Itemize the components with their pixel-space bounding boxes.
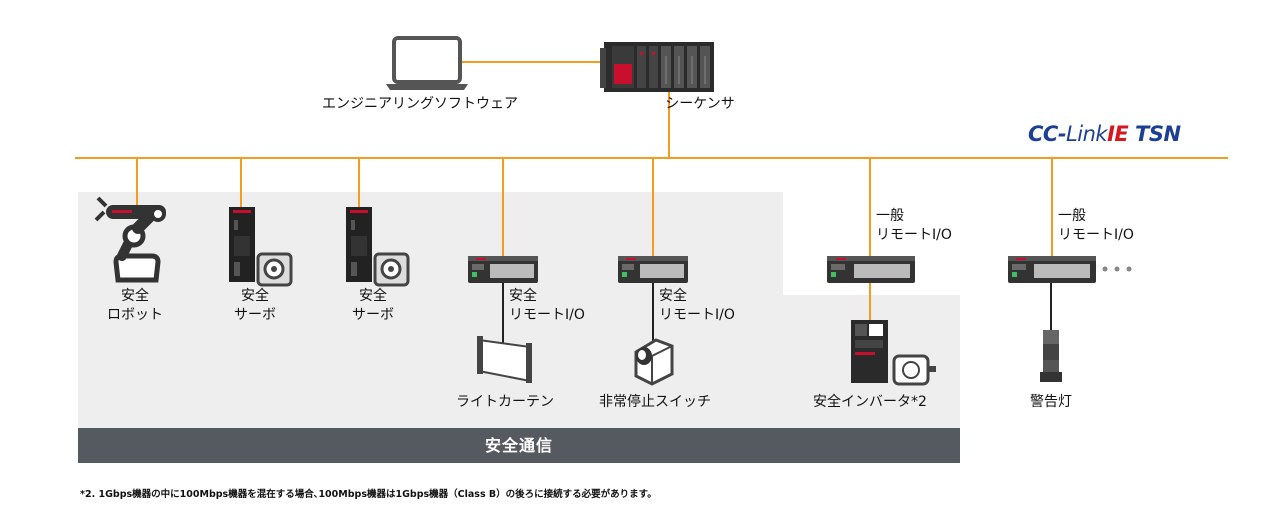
label-safety-remote-io-2: 安全リモートI/O [659, 288, 735, 323]
robot-icon [94, 196, 166, 283]
laptop-icon [386, 36, 468, 90]
general-remote-io-icon-2 [1008, 256, 1096, 283]
label-safety-remote-io-1: 安全リモートI/O [509, 288, 585, 323]
label-engineering-software: エンジニアリングソフトウェア [322, 96, 518, 112]
label-general-remote-io-2: 一般リモートI/O [1058, 208, 1134, 243]
network-lines [75, 61, 1228, 320]
footnote: *2. 1Gbps機器の中に100Mbps機器を混在する場合､100Mbps機器… [80, 489, 657, 500]
inverter-icon [851, 320, 936, 386]
label-safety-servo-1: 安全サーボ [234, 288, 276, 323]
plc-sequencer-icon [600, 42, 714, 92]
general-remote-io-icon-1 [827, 256, 915, 283]
label-safety-robot: 安全ロボット [107, 288, 163, 323]
ellipsis-icon [1102, 266, 1132, 272]
label-light-curtain: ライトカーテン [456, 394, 554, 410]
label-safety-servo-2: 安全サーボ [352, 288, 394, 323]
emergency-stop-icon [634, 338, 674, 386]
label-safety-inverter: 安全インバータ*2 [813, 394, 927, 410]
cc-link-ie-tsn-logo: CC-LinkIE TSN [1028, 122, 1181, 146]
servo-icon-1 [229, 207, 293, 287]
safety-communication-banner: 安全通信 [78, 428, 960, 463]
warning-light-icon [1040, 330, 1062, 382]
label-sequencer: シーケンサ [665, 96, 735, 112]
safety-remote-io-icon-1 [468, 256, 538, 283]
safety-area [78, 192, 960, 428]
label-general-remote-io-1: 一般リモートI/O [876, 208, 952, 243]
label-warning-light: 警告灯 [1030, 394, 1072, 410]
safety-remote-io-icon-2 [618, 256, 688, 283]
label-emergency-stop: 非常停止スイッチ [599, 394, 711, 410]
light-curtain-icon [477, 336, 532, 383]
servo-icon-2 [346, 207, 410, 287]
